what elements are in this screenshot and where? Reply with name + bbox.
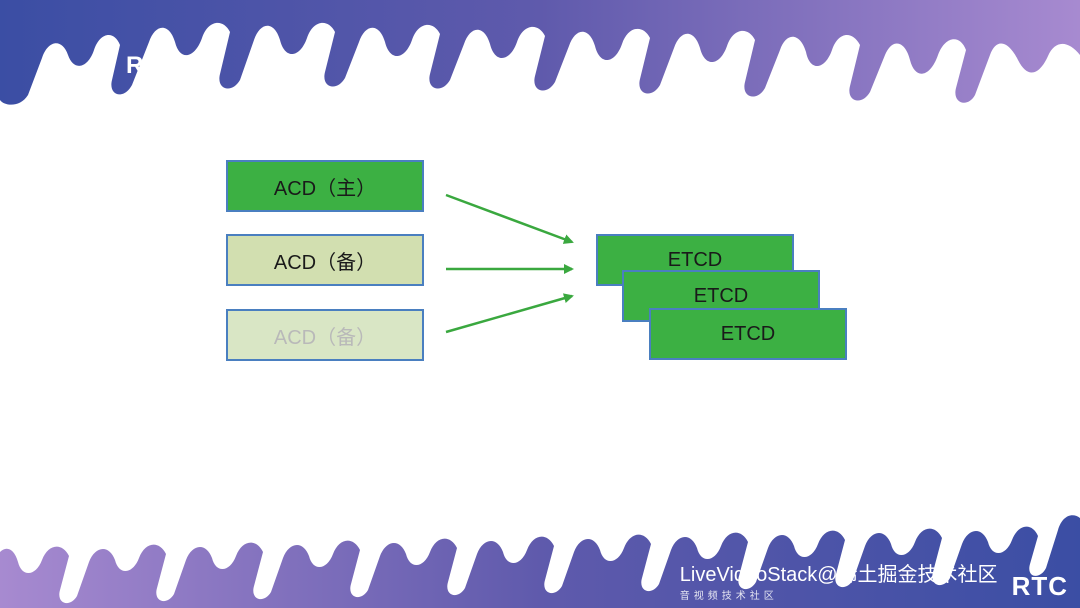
etcd-node-3: ETCD <box>649 308 847 360</box>
arrow-acd-main-to-etcd <box>445 193 574 244</box>
slide-title: Raft <box>126 52 173 79</box>
acd-standby-node-dimmed: ACD（备） <box>226 309 424 361</box>
acd-standby-node: ACD（备） <box>226 234 424 286</box>
watermark-sub-text: 音视频技术社区 <box>679 591 778 602</box>
top-wave-decoration <box>0 0 1080 105</box>
watermark-text-group: LiveVideoStack@稀土掘金技术社区 音视频技术社区 <box>680 558 998 602</box>
acd-primary-node: ACD（主） <box>226 160 424 212</box>
watermark-main-text: LiveVideoStack@稀土掘金技术社区 <box>679 564 998 586</box>
arrow-acd-standby-dim-to-etcd <box>445 293 574 334</box>
bottom-wave-decoration <box>0 515 1080 608</box>
rtc-logo: RTC <box>1011 571 1068 601</box>
watermark: LiveVideoStack@稀土掘金技术社区 音视频技术社区 RTC <box>680 558 1068 602</box>
